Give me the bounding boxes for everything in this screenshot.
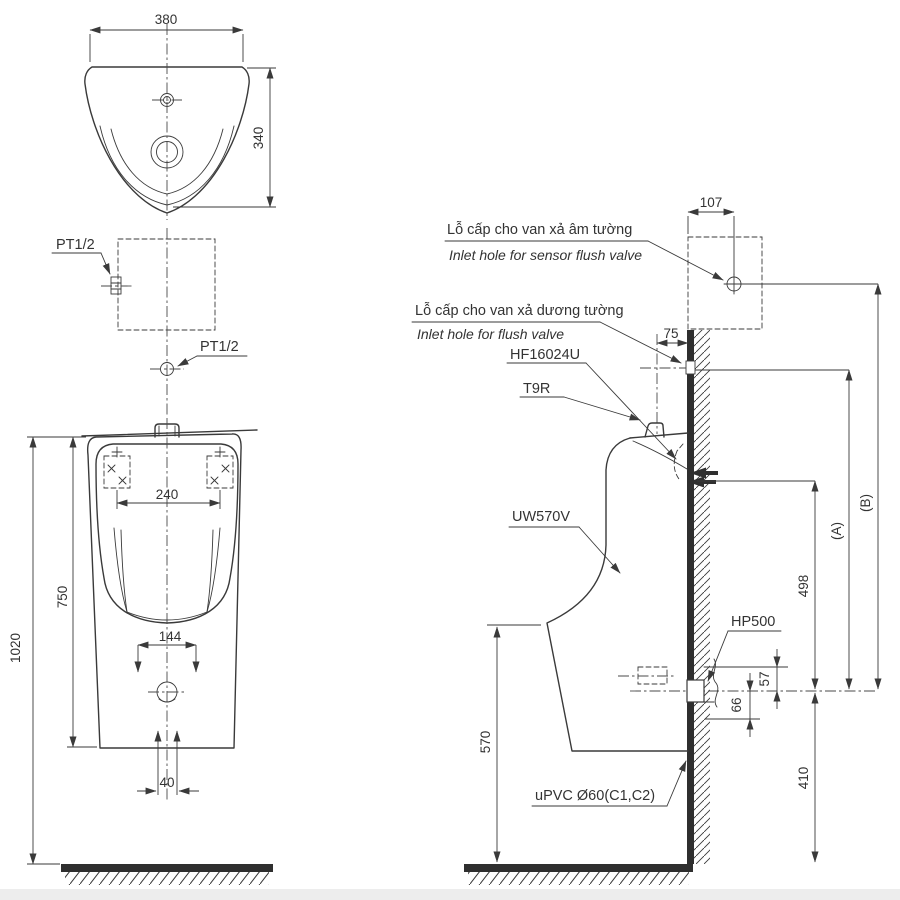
wall-supply-fitting (110, 276, 122, 295)
dim-410-label: 410 (796, 767, 811, 790)
side-floor (464, 864, 693, 885)
side-spud (644, 422, 665, 438)
dim-B: (B) (858, 283, 882, 690)
pt-spud-label: PT1/2 (200, 339, 239, 355)
dim-570: 570 (478, 624, 541, 863)
part-spud-label: T9R (523, 381, 550, 397)
front-view: 240 144 40 750 (8, 418, 273, 885)
dim-380-label: 380 (155, 12, 178, 27)
dim-750-label: 750 (55, 586, 70, 609)
alt-outlet-box (637, 666, 668, 685)
dim-107-label: 107 (700, 195, 723, 210)
dim-340: 340 (173, 67, 276, 208)
pipe-break-line (712, 658, 719, 708)
dim-340-label: 340 (251, 127, 266, 150)
wall-hatch (694, 330, 710, 864)
part-flush-pipe-label: HF16024U (510, 347, 580, 363)
part-urinal-label: UW570V (512, 509, 570, 525)
mount-hole-right (206, 446, 234, 489)
dim-40: 40 (137, 730, 199, 795)
dim-240-label: 240 (156, 487, 179, 502)
supply-rough-in: PT1/2 PT1/2 (51, 228, 248, 416)
part-urinal: UW570V (508, 509, 621, 574)
outlet-assembly (618, 658, 878, 708)
front-floor (61, 864, 273, 885)
flow-arrow-upper (690, 467, 718, 479)
dim-1020-label: 1020 (8, 633, 23, 663)
dim-75: 75 (656, 326, 689, 434)
dim-570-label: 570 (478, 731, 493, 754)
callout-flush-inlet: Lỗ cấp cho van xả dương tường Inlet hole… (411, 302, 682, 364)
top-view-body-outline (84, 66, 250, 214)
callout-flush-en: Inlet hole for flush valve (417, 326, 564, 342)
dim-144: 144 (134, 629, 200, 673)
page-edge-strip (0, 889, 900, 900)
dim-66: 66 (705, 673, 760, 737)
front-drain (148, 681, 186, 703)
mount-hole-left (103, 446, 131, 489)
dim-498-label: 498 (796, 575, 811, 598)
dim-144-label: 144 (159, 629, 182, 644)
callout-sensor-inlet: Lỗ cấp cho van xả âm tường Inlet hole fo… (444, 221, 724, 281)
part-outlet-socket-label: HP500 (731, 614, 775, 630)
dim-A-label: (A) (829, 522, 844, 540)
pt-wall-label: PT1/2 (56, 237, 95, 253)
dim-B-label: (B) (858, 494, 873, 512)
front-top-edge (81, 429, 258, 437)
dim-410: 410 (796, 692, 819, 863)
callout-sensor-en: Inlet hole for sensor flush valve (449, 247, 642, 263)
dim-240: 240 (116, 487, 221, 509)
part-drain-pipe-label: uPVC Ø60(C1,C2) (535, 788, 655, 804)
callout-flush-vi: Lỗ cấp cho van xả dương tường (415, 302, 624, 319)
dim-66-label: 66 (729, 697, 744, 712)
part-outlet-socket: HP500 (707, 614, 782, 682)
callout-sensor-vi: Lỗ cấp cho van xả âm tường (447, 221, 632, 238)
supply-box-dashed (117, 238, 216, 331)
wall (687, 330, 694, 864)
dim-57-label: 57 (757, 671, 772, 686)
sensor-rough-in-box (687, 236, 763, 330)
flow-arrow-lower (688, 476, 716, 488)
dim-75-label: 75 (663, 326, 678, 341)
dim-750: 750 (55, 436, 97, 748)
front-body-outline (86, 433, 242, 749)
part-flush-pipe: HF16024U (506, 347, 677, 460)
dim-380: 380 (89, 12, 244, 62)
flush-inlet-hole (685, 360, 696, 375)
dim-40-label: 40 (159, 775, 174, 790)
part-drain-pipe: uPVC Ø60(C1,C2) (531, 760, 687, 807)
dim-1020: 1020 (8, 436, 86, 865)
dim-57: 57 (705, 649, 788, 709)
dim-A: (A) (829, 369, 853, 690)
dim-107: 107 (687, 195, 735, 275)
side-view: 107 Lỗ cấp cho van xả âm tường Inlet hol… (411, 195, 882, 885)
outlet-socket (686, 679, 705, 703)
side-profile (546, 422, 718, 752)
part-spud: T9R (519, 381, 641, 421)
dim-498: 498 (796, 480, 819, 690)
top-view: 380 340 (84, 12, 276, 220)
